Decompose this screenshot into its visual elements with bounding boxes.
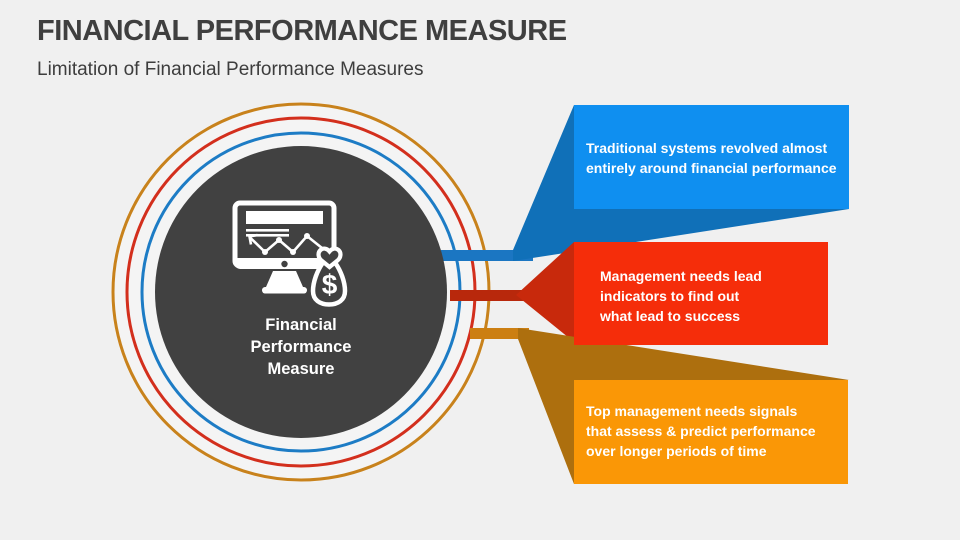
hub-label: Financial Performance Measure	[201, 314, 401, 380]
chart-dot-icon	[262, 249, 268, 255]
monitor-stand	[266, 271, 303, 287]
callout-text-line: Top management needs signals	[586, 403, 798, 419]
monitor-chart-money-icon: $	[232, 200, 348, 307]
connector-bar-orange	[470, 328, 529, 339]
connector-bar-red	[450, 290, 524, 301]
callout-text-line: Traditional systems revolved almost	[586, 140, 828, 156]
hub-label-line: Performance	[250, 338, 352, 356]
monitor-text-line-1	[246, 229, 289, 232]
chart-dot-icon	[290, 249, 296, 255]
monitor-button-dot	[281, 260, 288, 268]
page-subtitle: Limitation of Financial Performance Meas…	[37, 59, 424, 80]
monitor-header-bar	[246, 211, 323, 224]
callout-text-line: that assess & predict performance	[586, 423, 816, 439]
dollar-sign: $	[322, 269, 338, 300]
page-title: FINANCIAL PERFORMANCE MEASURE	[37, 15, 567, 47]
callout-box-top-management-signals: Top management needs signals that assess…	[574, 380, 848, 484]
callout-shadow-orange	[518, 328, 849, 484]
hub-label-line: Measure	[267, 360, 335, 378]
connector-bar-blue	[441, 250, 533, 261]
money-bag-icon	[310, 260, 348, 307]
callout-box-management-lead-indicators: Management needs lead indicators to find…	[574, 242, 828, 345]
callout-text-line: Management needs lead	[600, 268, 762, 284]
chart-dot-icon	[276, 237, 282, 243]
monitor-text-line-2	[246, 234, 289, 237]
callout-shadow-red	[516, 242, 574, 342]
callout-text-line: entirely around financial performance	[586, 160, 837, 176]
callout-shadow-blue	[513, 105, 849, 261]
callout-box-traditional-systems: Traditional systems revolved almost enti…	[574, 105, 849, 209]
callout-text-line: what lead to success	[600, 308, 741, 324]
chart-arrow-icon	[247, 233, 258, 245]
callout-text-line: over longer periods of time	[586, 443, 767, 459]
monitor-base	[262, 287, 307, 294]
chart-dot-icon	[304, 233, 310, 239]
money-bag-knot-icon	[316, 246, 343, 270]
hub-label-line: Financial	[265, 316, 337, 334]
callout-text-line: indicators to find out	[600, 288, 740, 304]
chart-line-icon	[249, 234, 323, 254]
